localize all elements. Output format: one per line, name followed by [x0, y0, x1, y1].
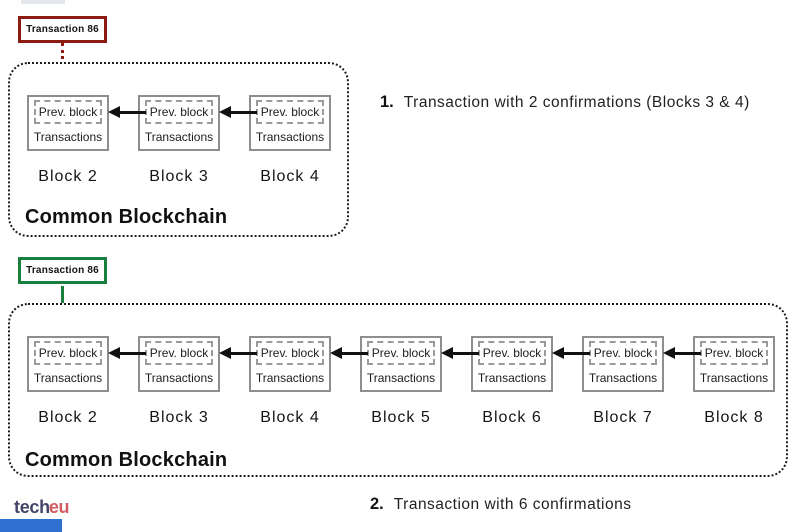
transactions-label: Transactions — [588, 371, 658, 385]
block-2-8: Prev. block Transactions — [693, 336, 775, 392]
prev-block-label: Prev. block — [38, 105, 98, 119]
left-arrow — [663, 347, 701, 359]
transactions-label: Transactions — [255, 130, 325, 144]
prev-block-label: Prev. block — [149, 346, 209, 360]
transactions-label: Transactions — [33, 130, 103, 144]
prev-block-box: Prev. block — [256, 100, 324, 124]
prev-block-box: Prev. block — [145, 341, 213, 365]
prev-block-box: Prev. block — [34, 341, 102, 365]
prev-block-label: Prev. block — [38, 346, 98, 360]
left-arrow-shaft — [451, 351, 479, 355]
left-arrow-head — [219, 106, 231, 118]
block-2-4: Prev. block Transactions — [249, 336, 331, 392]
prev-block-label: Prev. block — [593, 346, 653, 360]
prev-block-label: Prev. block — [260, 346, 320, 360]
prev-block-label: Prev. block — [371, 346, 431, 360]
techeu-logo: techeu — [14, 497, 70, 518]
block-1-3: Prev. block Transactions — [138, 95, 220, 151]
transactions-label: Transactions — [366, 371, 436, 385]
left-arrow — [108, 347, 146, 359]
logo-tech-text: tech — [14, 497, 50, 517]
transactions-label: Transactions — [477, 371, 547, 385]
transactions-label: Transactions — [699, 371, 769, 385]
left-arrow-shaft — [229, 110, 257, 114]
block-label: Block 4 — [260, 168, 320, 185]
prev-block-label: Prev. block — [482, 346, 542, 360]
left-arrow — [330, 347, 368, 359]
prev-block-label: Prev. block — [260, 105, 320, 119]
annotation-2-number: 2. — [370, 495, 384, 513]
prev-block-label: Prev. block — [704, 346, 764, 360]
block-2-7: Prev. block Transactions — [582, 336, 664, 392]
prev-block-label: Prev. block — [149, 105, 209, 119]
annotation-1: 1. Transaction with 2 confirmations (Blo… — [380, 93, 750, 112]
transaction-tag-1-label: Transaction 86 — [26, 24, 99, 35]
block-label: Block 6 — [482, 409, 542, 426]
transactions-label: Transactions — [33, 371, 103, 385]
prev-block-box: Prev. block — [589, 341, 657, 365]
block-2-3: Prev. block Transactions — [138, 336, 220, 392]
block-label: Block 4 — [260, 409, 320, 426]
left-arrow-shaft — [340, 351, 368, 355]
block-label: Block 8 — [704, 409, 764, 426]
block-1-4: Prev. block Transactions — [249, 95, 331, 151]
annotation-2: 2. Transaction with 6 confirmations — [370, 495, 631, 514]
logo-eu-text: eu — [48, 497, 70, 517]
block-1-2: Prev. block Transactions — [27, 95, 109, 151]
left-arrow — [219, 347, 257, 359]
block-2-2: Prev. block Transactions — [27, 336, 109, 392]
annotation-1-number: 1. — [380, 93, 394, 111]
prev-block-box: Prev. block — [478, 341, 546, 365]
left-arrow-shaft — [562, 351, 590, 355]
block-label: Block 7 — [593, 409, 653, 426]
left-arrow-shaft — [229, 351, 257, 355]
annotation-1-text: Transaction with 2 confirmations (Blocks… — [403, 94, 750, 111]
left-arrow — [552, 347, 590, 359]
left-arrow-shaft — [673, 351, 701, 355]
left-arrow-head — [330, 347, 342, 359]
block-label: Block 3 — [149, 409, 209, 426]
left-arrow — [219, 106, 257, 118]
transactions-label: Transactions — [144, 130, 214, 144]
prev-block-box: Prev. block — [700, 341, 768, 365]
transaction-tag-1: Transaction 86 — [18, 16, 107, 43]
left-arrow-head — [663, 347, 675, 359]
transaction-tag-2-label: Transaction 86 — [26, 265, 99, 276]
left-arrow — [441, 347, 479, 359]
left-arrow — [108, 106, 146, 118]
prev-block-box: Prev. block — [145, 100, 213, 124]
top-edge-artifact — [21, 0, 65, 4]
transactions-label: Transactions — [255, 371, 325, 385]
left-arrow-head — [108, 347, 120, 359]
left-arrow-shaft — [118, 110, 146, 114]
left-arrow-shaft — [118, 351, 146, 355]
common-blockchain-caption-1: Common Blockchain — [25, 206, 228, 228]
transactions-label: Transactions — [144, 371, 214, 385]
block-2-6: Prev. block Transactions — [471, 336, 553, 392]
prev-block-box: Prev. block — [34, 100, 102, 124]
block-label: Block 3 — [149, 168, 209, 185]
block-2-5: Prev. block Transactions — [360, 336, 442, 392]
annotation-2-text: Transaction with 6 confirmations — [393, 496, 632, 513]
bottom-edge-bar — [0, 519, 62, 532]
prev-block-box: Prev. block — [256, 341, 324, 365]
transaction-tag-2: Transaction 86 — [18, 257, 107, 284]
left-arrow-head — [441, 347, 453, 359]
left-arrow-head — [552, 347, 564, 359]
block-label: Block 2 — [38, 409, 98, 426]
block-label: Block 2 — [38, 168, 98, 185]
left-arrow-head — [219, 347, 231, 359]
common-blockchain-caption-2: Common Blockchain — [25, 449, 228, 471]
block-label: Block 5 — [371, 409, 431, 426]
prev-block-box: Prev. block — [367, 341, 435, 365]
left-arrow-head — [108, 106, 120, 118]
